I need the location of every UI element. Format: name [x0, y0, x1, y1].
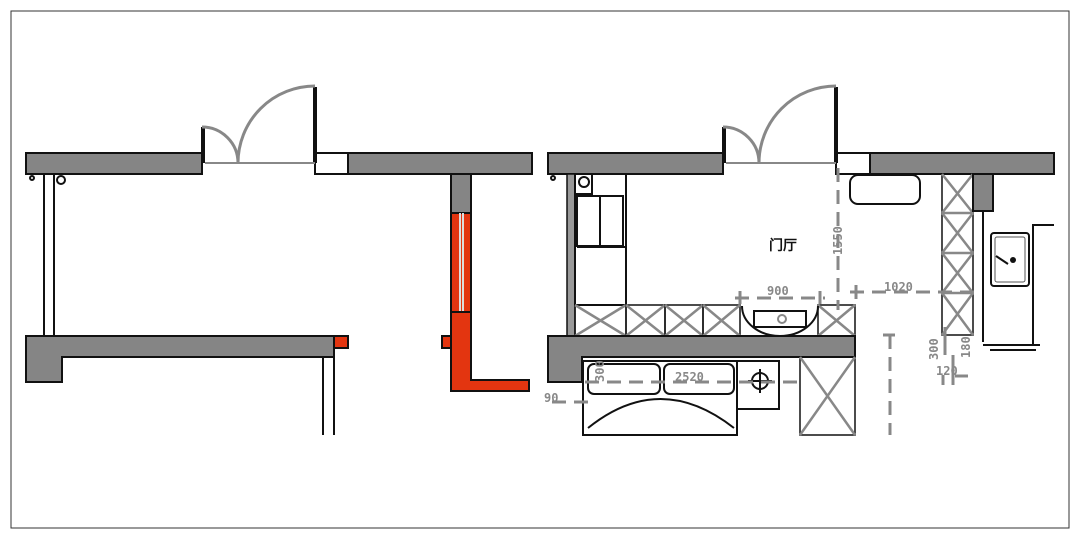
kitchen-sink — [990, 232, 1030, 287]
pipe-icon — [56, 175, 66, 185]
window — [566, 173, 576, 337]
dimension-2520: 2520 — [675, 370, 704, 384]
dimension-1550: 1550 — [831, 226, 845, 255]
dimension-300-left: 300 — [593, 360, 607, 382]
wall-opening — [835, 152, 871, 175]
window — [43, 174, 55, 336]
cabinet — [798, 356, 857, 436]
entrance-door — [201, 84, 317, 164]
right-plan: 900 1020 2520 90 120 1550 300 300 180 门厅 — [544, 84, 1055, 436]
wall — [25, 152, 203, 175]
dimension-300-right: 300 — [927, 338, 941, 360]
pipe-icon — [29, 175, 35, 181]
dimension-lines — [552, 168, 975, 435]
shoe-bench — [849, 174, 921, 205]
dimension-90: 90 — [544, 391, 558, 405]
tall-cabinet — [940, 173, 975, 336]
demolished-wall — [441, 335, 452, 349]
demolished-wall — [333, 335, 349, 349]
wash-basin — [741, 305, 819, 337]
wall — [547, 152, 724, 175]
left-plan — [25, 84, 533, 435]
demolished-wall — [450, 311, 530, 392]
wall — [25, 335, 335, 383]
dimension-120: 120 — [936, 364, 958, 378]
dimension-1020: 1020 — [884, 280, 913, 294]
wall — [972, 173, 994, 212]
stove — [736, 360, 780, 410]
entrance-door — [722, 84, 838, 164]
wall-opening — [314, 152, 349, 175]
wall — [450, 173, 472, 214]
pipe-icon — [550, 175, 556, 181]
wall — [347, 152, 533, 175]
frame — [10, 10, 1070, 529]
room-label-foyer: 门厅 — [769, 237, 797, 254]
dimension-180: 180 — [959, 336, 973, 358]
wall — [869, 152, 1055, 175]
washing-machine — [574, 173, 627, 306]
dimension-900: 900 — [767, 284, 789, 298]
wall — [547, 335, 856, 383]
